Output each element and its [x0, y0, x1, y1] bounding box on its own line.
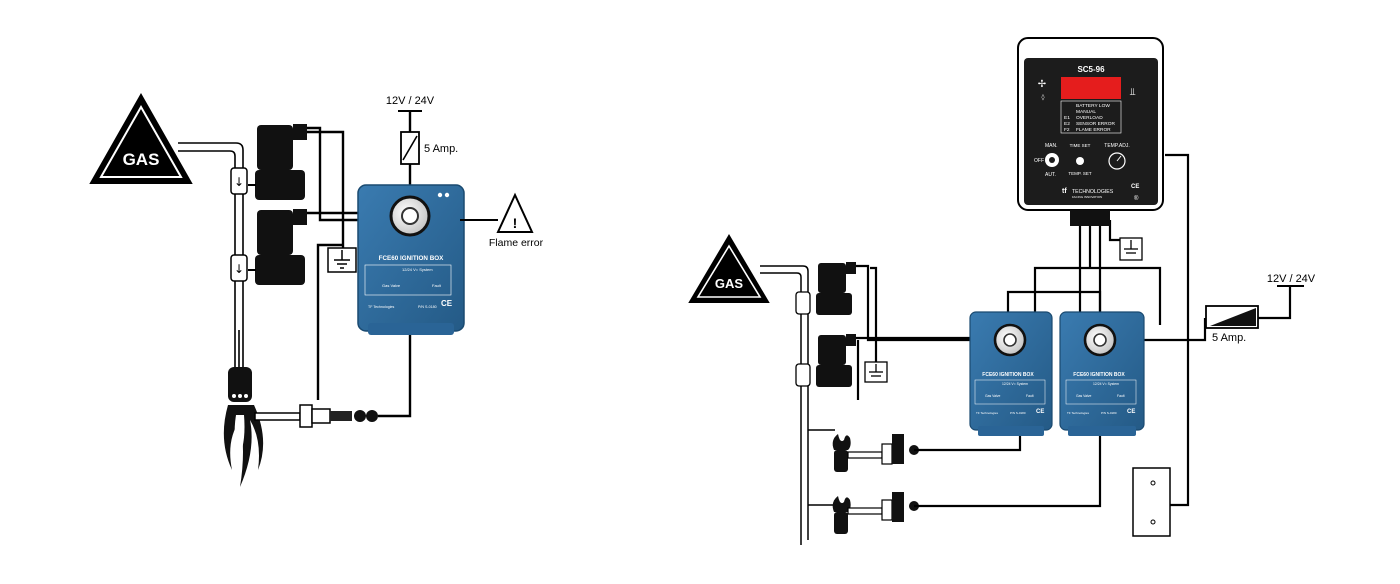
ignition-electrode: [254, 404, 378, 428]
aut-label: AUT.: [1045, 172, 1056, 178]
gas-warning-sign: GAS: [688, 234, 770, 303]
status-code-e1: E1: [1064, 115, 1070, 121]
status-manual: MANUAL: [1076, 109, 1096, 115]
box-valve-label: Gas Valve: [985, 394, 1001, 398]
box-title: FCE60 IGNITION BOX: [1073, 372, 1125, 378]
warning-triangle-icon: [496, 192, 534, 233]
burner-icon: [832, 496, 851, 534]
flow-arrow-icon: ↓: [234, 262, 244, 276]
flame-error-label: Flame error: [489, 237, 544, 249]
controller-model: SC5-96: [1077, 65, 1105, 74]
burner-icon: [223, 367, 264, 487]
pipe-fitting-1: [230, 167, 248, 195]
fuse-icon: 5 Amp.: [1205, 305, 1259, 344]
gas-warning-sign: GAS: [89, 92, 193, 184]
ignition-box: FCE60 IGNITION BOX 12/24 V= System Gas V…: [357, 184, 465, 335]
power-supply: 12V / 24V: [386, 95, 435, 112]
box-system-label: 12/24 V= System: [1093, 382, 1119, 386]
solenoid-valve-2: [248, 209, 307, 285]
brand-logo-icon: tf: [1062, 188, 1067, 195]
box-brand: TF Technologies: [1067, 411, 1089, 415]
ground-icon: [864, 361, 888, 383]
ce-mark: CE: [1036, 409, 1044, 415]
status-battery-low: BATTERY LOW: [1076, 103, 1110, 109]
ce-mark: CE: [441, 299, 453, 308]
left-diagram: GAS ↓ ↓: [89, 92, 544, 487]
box-brand: TF Technologies: [368, 305, 395, 309]
box-system-label: 12/24 V= System: [402, 267, 433, 272]
power-label: 12V / 24V: [1267, 273, 1316, 285]
gas-sign-label: GAS: [715, 276, 744, 291]
solenoid-valve-1: [248, 124, 307, 200]
left-wiring: [307, 110, 412, 418]
box-valve-label: Gas Valve: [382, 283, 401, 288]
pipe-fitting-2: [230, 254, 248, 282]
pipe-fitting-1: [795, 291, 811, 315]
ce-mark: CE: [1127, 409, 1135, 415]
exclamation-icon: !: [513, 215, 518, 231]
solenoid-valve-1: [816, 262, 856, 315]
temp-adjust-knob[interactable]: [1108, 152, 1126, 170]
ground-icon: [327, 247, 357, 273]
ce-mark: CE: [1131, 184, 1139, 190]
solenoid-valve-2: [816, 334, 856, 387]
box-system-label: 12/24 V= System: [1002, 382, 1028, 386]
registered-mark: ®: [1134, 195, 1139, 202]
box-fault-label: Fault: [432, 283, 442, 288]
gas-sign-label: GAS: [123, 150, 160, 169]
box-part-no: P/N S-0180: [1010, 411, 1026, 415]
burner-icon: [832, 434, 851, 472]
ground-icon: [1119, 237, 1143, 261]
fan-icon: ✢: [1038, 79, 1046, 90]
controller-tagline: FACING INNOVATION: [1072, 195, 1102, 199]
pipe-fitting-2: [795, 363, 811, 387]
status-flame-error: FLAME ERROR: [1076, 127, 1111, 133]
thermometer-icon: ⫫: [1130, 87, 1136, 98]
box-title: FCE60 IGNITION BOX: [982, 372, 1034, 378]
flame-icon: ◊: [1042, 94, 1045, 101]
box-title: FCE60 IGNITION BOX: [379, 255, 445, 262]
right-diagram: GAS: [688, 37, 1316, 545]
ignition-box-2: FCE60 IGNITION BOX 12/24 V= System Gas V…: [1059, 311, 1145, 436]
fuse-icon: 5 Amp.: [400, 131, 458, 165]
ignition-electrode: [847, 434, 919, 465]
controller-unit: SC5-96 ✢ ◊ ⫫ BATTERY LOW MANUAL E1 OVERL…: [1017, 37, 1164, 226]
fuse-label: 5 Amp.: [1212, 332, 1246, 344]
box-part-no: P/N S-0180: [1101, 411, 1117, 415]
ignition-box-1: FCE60 IGNITION BOX 12/24 V= System Gas V…: [969, 311, 1053, 436]
box-fault-label: Fault: [1026, 394, 1034, 398]
status-list: BATTERY LOW MANUAL E1 OVERLOAD E2 SENSOR…: [1064, 103, 1115, 133]
box-brand: TF Technologies: [976, 411, 998, 415]
ignition-electrode: [847, 492, 919, 522]
controller-brand: TECHNOLOGIES: [1072, 189, 1114, 195]
power-supply: 12V / 24V: [1267, 273, 1316, 287]
status-code-e2: E2: [1064, 121, 1070, 127]
box-part-no: P/N S-0180: [418, 305, 437, 309]
man-label: MAN.: [1045, 143, 1058, 149]
time-set-label: TIME SET: [1070, 143, 1091, 148]
display-screen: [1061, 77, 1121, 99]
off-label: OFF: [1034, 158, 1044, 164]
temp-adj-label: TEMP.ADJ.: [1104, 143, 1129, 149]
gas-pipe: [178, 142, 244, 390]
status-sensor-error: SENSOR ERROR: [1076, 121, 1115, 127]
power-label: 12V / 24V: [386, 95, 435, 107]
box-fault-label: Fault: [1117, 394, 1125, 398]
set-button[interactable]: [1076, 157, 1084, 165]
box-valve-label: Gas Valve: [1076, 394, 1092, 398]
status-code-f2: F2: [1064, 127, 1070, 133]
status-overload: OVERLOAD: [1076, 115, 1103, 121]
temperature-sensor: [1132, 467, 1171, 537]
flow-arrow-icon: ↓: [234, 175, 244, 189]
fuse-label: 5 Amp.: [424, 143, 458, 155]
flame-error-output: ! Flame error: [460, 192, 544, 249]
temp-set-label: TEMP. SET: [1068, 171, 1091, 176]
gas-pipe: [760, 265, 835, 545]
